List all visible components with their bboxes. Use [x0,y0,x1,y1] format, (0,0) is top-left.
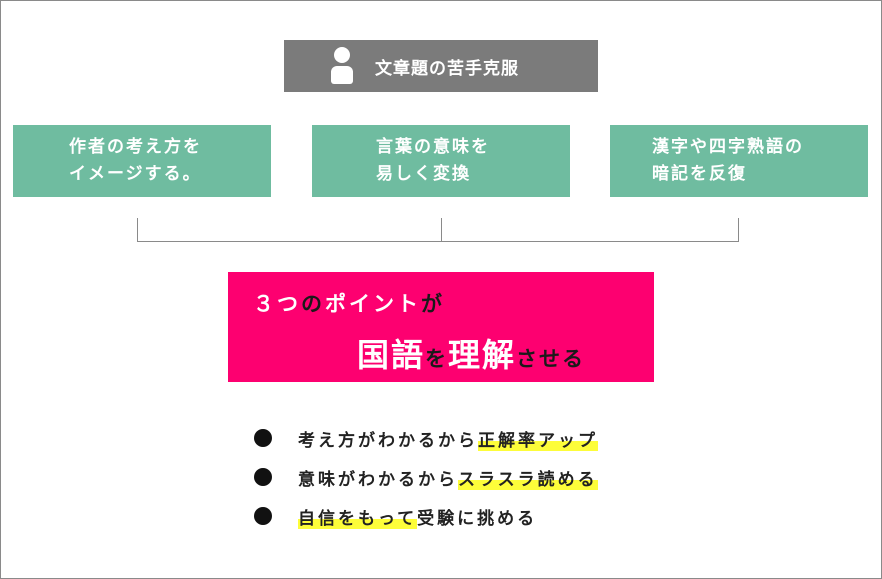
summary-line-2: 国語を理解させる [357,330,585,376]
bullet-icon [254,507,272,525]
summary-point: ポイント [325,292,421,316]
benefit-row-2: 意味がわかるからスラスラ読める [254,463,598,491]
benefit-2-text: 意味がわかるからスラスラ読める [298,465,598,490]
header-title: 文章題の苦手克服 [375,59,519,79]
bullet-icon [254,429,272,447]
benefit-3-after: 受験に挑める [417,508,538,529]
person-icon-head [334,47,350,63]
summary-line-1: ３つのポイントが [253,288,445,318]
benefit-1-plain: 考え方がわかるから [298,430,478,451]
benefit-row-3: 自信をもって受験に挑める [254,502,537,530]
person-icon-body [331,66,353,84]
bracket-line [137,218,739,242]
benefit-row-1: 考え方がわかるから正解率アップ [254,424,598,452]
benefit-2-plain: 意味がわかるから [298,469,458,490]
strategy-3-line-2: 暗記を反復 [652,164,747,184]
summary-ga: が [421,292,445,316]
summary-box [228,272,654,382]
summary-wo: を [425,347,449,371]
strategy-1-line-2: イメージする。 [69,164,202,184]
person-icon [331,47,353,85]
summary-kokugo: 国語 [357,336,426,374]
benefit-1-text: 考え方がわかるから正解率アップ [298,426,598,451]
benefit-3-text: 自信をもって受験に挑める [298,504,537,529]
bullet-icon [254,468,272,486]
summary-rikai: 理解 [448,336,517,374]
strategy-3-line-1: 漢字や四字熟語の [652,137,804,157]
summary-saseru: させる [516,347,586,371]
strategy-box-3: 漢字や四字熟語の 暗記を反復 [610,125,868,197]
benefit-2-highlight: スラスラ読める [458,469,598,490]
strategy-box-2: 言葉の意味を 易しく変換 [312,125,570,197]
summary-no: の [301,292,325,316]
strategy-box-1: 作者の考え方を イメージする。 [13,125,271,197]
summary-three: ３つ [253,292,301,316]
strategy-1-line-1: 作者の考え方を [69,137,202,157]
strategy-2-line-1: 言葉の意味を [376,137,490,157]
strategy-2-line-2: 易しく変換 [376,164,471,184]
benefit-3-highlight: 自信をもって [298,508,418,529]
benefit-1-highlight: 正解率アップ [478,430,598,451]
